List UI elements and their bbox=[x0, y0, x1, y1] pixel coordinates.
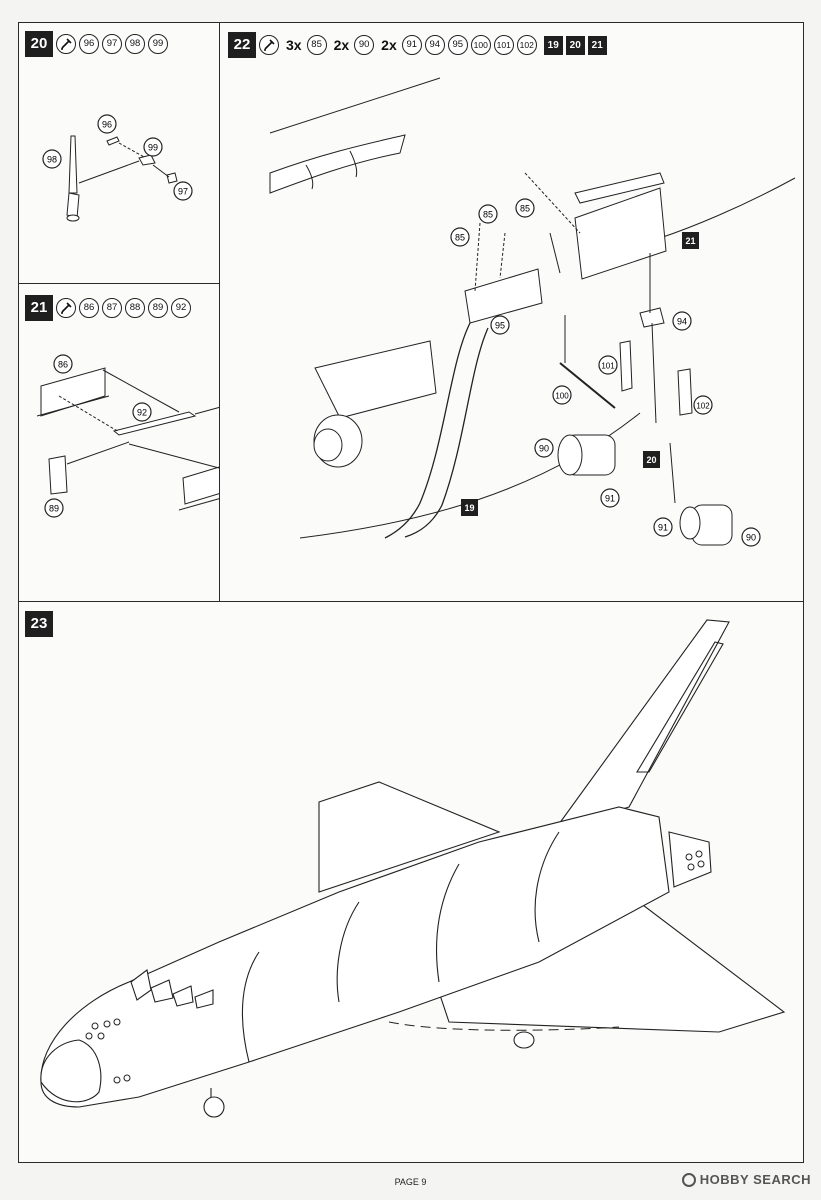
part-89: 89 bbox=[148, 298, 168, 318]
svg-text:20: 20 bbox=[646, 455, 656, 465]
svg-text:95: 95 bbox=[495, 321, 505, 331]
callout-102: 102 bbox=[693, 395, 713, 415]
watermark-text: HOBBY SEARCH bbox=[699, 1172, 811, 1187]
part-102: 102 bbox=[516, 35, 537, 55]
part-85: 85 bbox=[306, 35, 327, 55]
part-88: 88 bbox=[125, 298, 145, 318]
callout-85: 85 bbox=[450, 227, 470, 247]
part-100: 100 bbox=[470, 35, 491, 55]
part-97: 97 bbox=[102, 34, 122, 54]
callout-92: 92 bbox=[132, 402, 152, 422]
part-96: 96 bbox=[79, 34, 99, 54]
step-22-header: 22 3x 85 2x 90 2x 91 94 95 100 101 102 1… bbox=[228, 32, 607, 58]
part-86: 86 bbox=[79, 298, 99, 318]
cement-tube-icon bbox=[259, 35, 279, 55]
step-number-20: 20 bbox=[25, 31, 53, 57]
part-99: 99 bbox=[148, 34, 168, 54]
ref-box-20: 20 bbox=[643, 451, 660, 468]
part-92: 92 bbox=[171, 298, 191, 318]
ref-step-20: 20 bbox=[565, 35, 585, 55]
step-23-panel: 23 bbox=[18, 601, 804, 1163]
step-21-header: 21 86 87 88 89 92 bbox=[25, 295, 191, 321]
cement-tube-icon bbox=[56, 34, 76, 54]
svg-text:21: 21 bbox=[685, 236, 695, 246]
hobby-search-logo-icon bbox=[681, 1172, 696, 1187]
watermark: HOBBY SEARCH bbox=[681, 1172, 811, 1187]
step-20-header: 20 96 97 98 99 bbox=[25, 31, 168, 57]
shuttle-drawing bbox=[40, 619, 786, 1118]
callout-89: 89 bbox=[44, 498, 64, 518]
part-95: 95 bbox=[447, 35, 468, 55]
multiplier-3x: 3x bbox=[286, 37, 302, 53]
callout-94: 94 bbox=[672, 311, 692, 331]
svg-text:86: 86 bbox=[58, 360, 68, 370]
ref-box-21: 21 bbox=[682, 232, 699, 249]
svg-text:85: 85 bbox=[520, 204, 530, 214]
callout-99: 99 bbox=[143, 137, 163, 157]
svg-text:89: 89 bbox=[49, 504, 59, 514]
callout-98: 98 bbox=[42, 149, 62, 169]
callout-97: 97 bbox=[173, 181, 193, 201]
callout-100: 100 bbox=[552, 385, 572, 405]
multiplier-2x: 2x bbox=[333, 37, 350, 53]
part-101: 101 bbox=[493, 35, 514, 55]
svg-text:100: 100 bbox=[555, 392, 569, 401]
callout-95: 95 bbox=[490, 315, 510, 335]
part-98: 98 bbox=[125, 34, 145, 54]
svg-text:90: 90 bbox=[539, 444, 549, 454]
svg-text:85: 85 bbox=[455, 233, 465, 243]
multiplier-2x: 2x bbox=[381, 37, 397, 53]
step-number-22: 22 bbox=[228, 32, 256, 58]
callout-90: 90 bbox=[534, 438, 554, 458]
callout-85: 85 bbox=[478, 204, 498, 224]
svg-text:96: 96 bbox=[102, 120, 112, 130]
svg-text:99: 99 bbox=[148, 143, 158, 153]
part-90: 90 bbox=[354, 35, 375, 55]
svg-text:94: 94 bbox=[677, 317, 687, 327]
svg-text:19: 19 bbox=[464, 503, 474, 513]
svg-text:101: 101 bbox=[601, 362, 615, 371]
svg-text:98: 98 bbox=[47, 155, 57, 165]
step-22-drawing: 85 85 85 95 94 101 bbox=[269, 77, 796, 547]
callout-91: 91 bbox=[600, 488, 620, 508]
step-20-drawing: 96 99 98 97 bbox=[42, 114, 193, 222]
callout-96: 96 bbox=[97, 114, 117, 134]
step-number-21: 21 bbox=[25, 295, 53, 321]
svg-text:97: 97 bbox=[178, 187, 188, 197]
ref-step-21: 21 bbox=[587, 35, 607, 55]
svg-text:90: 90 bbox=[746, 533, 756, 543]
callout-85: 85 bbox=[515, 198, 535, 218]
svg-text:102: 102 bbox=[696, 402, 710, 411]
part-91: 91 bbox=[401, 35, 422, 55]
svg-text:91: 91 bbox=[658, 523, 668, 533]
cement-tube-icon bbox=[56, 298, 76, 318]
svg-text:91: 91 bbox=[605, 494, 615, 504]
callout-90: 90 bbox=[741, 527, 761, 547]
step-20-panel: 20 96 97 98 99 96 bbox=[18, 22, 220, 284]
svg-text:85: 85 bbox=[483, 210, 493, 220]
part-87: 87 bbox=[102, 298, 122, 318]
part-94: 94 bbox=[424, 35, 445, 55]
page-number: PAGE 9 bbox=[394, 1177, 427, 1187]
step-22-panel: 22 3x 85 2x 90 2x 91 94 95 100 101 102 1… bbox=[219, 22, 804, 602]
callout-101: 101 bbox=[598, 355, 618, 375]
ref-box-19: 19 bbox=[461, 499, 478, 516]
ref-step-19: 19 bbox=[543, 35, 563, 55]
callout-91: 91 bbox=[653, 517, 673, 537]
svg-text:92: 92 bbox=[137, 408, 147, 418]
callout-86: 86 bbox=[53, 354, 73, 374]
step-number-23: 23 bbox=[25, 611, 53, 637]
